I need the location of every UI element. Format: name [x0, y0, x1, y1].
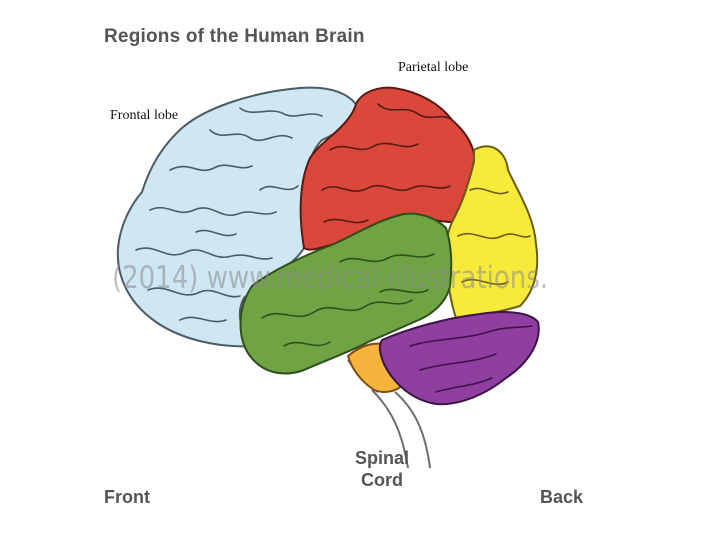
gyri-lines [135, 103, 533, 393]
back-label: Back [540, 487, 584, 507]
spinal-cord-label: Spinal Cord [346, 447, 418, 491]
temporal-lobe-region [239, 212, 453, 375]
cerebellum-region [378, 311, 540, 406]
spinal-cord-label-line2: Cord [361, 470, 403, 490]
diagram-title: Regions of the Human Brain [104, 26, 365, 47]
frontal-lobe-label: Frontal lobe [110, 108, 179, 123]
spinal-cord-label-line1: Spinal [354, 448, 409, 468]
front-label: Front [104, 487, 150, 507]
watermark-text: (2014) www.medical-illustrations. [112, 260, 548, 296]
parietal-lobe-label: Parietal lobe [398, 60, 469, 75]
